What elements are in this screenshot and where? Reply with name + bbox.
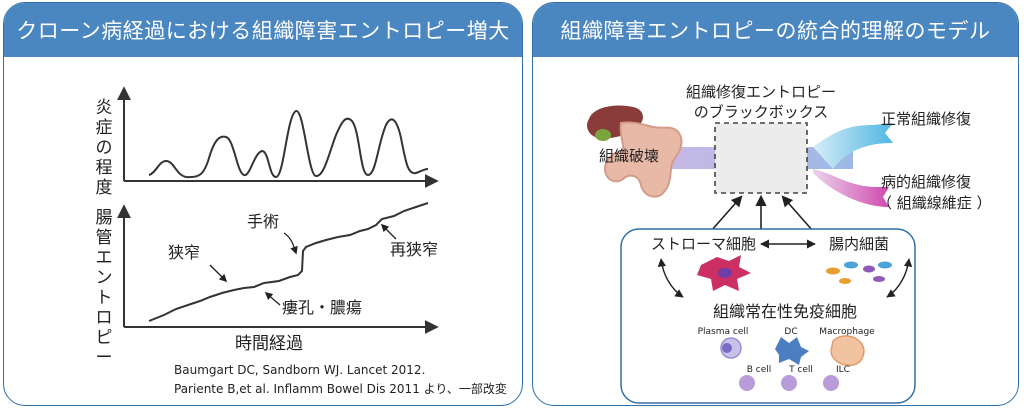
bcell-icon bbox=[739, 375, 755, 391]
stromal-cell-label: ストローマ細胞 bbox=[651, 235, 756, 253]
dc-label: DC bbox=[784, 327, 797, 337]
bcell-label: B cell bbox=[747, 365, 772, 375]
reference-2: Pariente B,et al. Inflamm Bowel Dis 2011… bbox=[174, 381, 507, 396]
normal-repair-label: 正常組織修復 bbox=[881, 110, 971, 128]
arrow-stromal-immune bbox=[657, 258, 684, 298]
left-panel-title: クローン病経過における組織障害エントロピー増大 bbox=[4, 3, 522, 57]
immune-cells-label: 組織常在性免疫細胞 bbox=[713, 302, 857, 321]
entropy-chart-bottom: 腸 管 エ ン ト ロ ピ ー 時間経過 狭窄 手術 再狭窄 瘻孔・膿瘍 bbox=[96, 202, 439, 368]
annotation-surgery: 手術 bbox=[247, 212, 279, 231]
blackbox-title-1: 組織修復エントロピー bbox=[686, 83, 836, 101]
annotation-fistula: 瘻孔・膿瘍 bbox=[282, 298, 362, 317]
inflammation-ylabel-4: 程 bbox=[96, 158, 113, 178]
entropy-ylabel-4: ン bbox=[96, 268, 113, 288]
annotation-stenosis-arrow bbox=[209, 264, 228, 283]
normal-repair-flow bbox=[813, 123, 893, 169]
right-panel-title: 組織障害エントロピーの統合的理解のモデル bbox=[533, 3, 1018, 57]
arrow-microbes-immune bbox=[886, 258, 913, 298]
ilc-label: ILC bbox=[836, 365, 850, 375]
microbiota-label: 腸内細菌 bbox=[829, 235, 889, 253]
pathologic-repair-label: 病的組織修復 bbox=[881, 173, 971, 191]
annotation-fistula-arrow bbox=[264, 291, 281, 306]
stromal-nucleus-icon bbox=[718, 268, 732, 278]
arrow-stromal-to-box bbox=[710, 195, 743, 232]
tissue-destruction-label: 組織破壊 bbox=[599, 147, 659, 165]
entropy-ylabel-3: エ bbox=[96, 248, 113, 268]
fibrosis-label: （ 組織線維症 ） bbox=[877, 194, 992, 212]
annotation-restenosis-arrow bbox=[380, 223, 397, 240]
entropy-ylabel-7: ピ bbox=[96, 328, 113, 348]
inflammation-ylabel-3: の bbox=[96, 138, 113, 158]
arrow-microbes-to-box bbox=[781, 195, 814, 232]
entropy-ylabel-5: ト bbox=[96, 288, 113, 308]
inflammation-ylabel-5: 度 bbox=[96, 178, 113, 198]
entropy-ylabel-1: 腸 bbox=[96, 208, 113, 228]
annotation-stenosis: 狭窄 bbox=[168, 243, 200, 262]
inflammation-ylabel-2: 症 bbox=[96, 118, 113, 138]
annotation-surgery-arrow bbox=[283, 232, 298, 255]
pathologic-repair-flow bbox=[813, 169, 889, 207]
inflammation-ylabel-1: 炎 bbox=[96, 98, 113, 118]
entropy-curve bbox=[148, 202, 429, 322]
annotation-restenosis: 再狭窄 bbox=[390, 240, 438, 259]
inflammation-curve bbox=[148, 109, 429, 179]
blackbox-title-2: のブラックボックス bbox=[694, 103, 829, 121]
plasma-cell-label: Plasma cell bbox=[698, 327, 749, 337]
right-panel: 組織障害エントロピーの統合的理解のモデル bbox=[532, 2, 1019, 406]
blackbox bbox=[714, 122, 808, 194]
inflammation-chart: 炎 症 の 程 度 bbox=[96, 86, 439, 198]
plasma-nucleus-icon bbox=[722, 343, 732, 353]
entropy-ylabel-2: 管 bbox=[96, 228, 113, 248]
entropy-chart: 炎 症 の 程 度 腸 管 エ ン ト ロ ピ ー 時間経過 狭窄 手術 再狭窄 bbox=[96, 86, 507, 396]
ilc-icon bbox=[823, 375, 839, 391]
tcell-label: T cell bbox=[788, 365, 813, 375]
organ-illustration: 組織破壊 bbox=[587, 105, 683, 198]
entropy-ylabel-6: ロ bbox=[96, 308, 113, 328]
macrophage-label: Macrophage bbox=[819, 327, 875, 337]
entropy-model-diagram: 組織破壊 組織修復エントロピー のブラックボックス 正常組織修復 病的組織修復 … bbox=[587, 83, 992, 404]
entropy-xlabel: 時間経過 bbox=[235, 334, 303, 354]
dc-cell-icon bbox=[775, 337, 809, 365]
reference-1: Baumgart DC, Sandborn WJ. Lancet 2012. bbox=[174, 363, 425, 377]
gallbladder-icon bbox=[595, 129, 611, 141]
macrophage-icon bbox=[830, 335, 865, 367]
entropy-ylabel-8: ー bbox=[96, 348, 113, 368]
intestine-icon bbox=[603, 121, 683, 198]
tcell-icon bbox=[781, 375, 797, 391]
left-panel: クローン病経過における組織障害エントロピー増大 炎 症 の 程 度 腸 管 bbox=[3, 2, 523, 406]
